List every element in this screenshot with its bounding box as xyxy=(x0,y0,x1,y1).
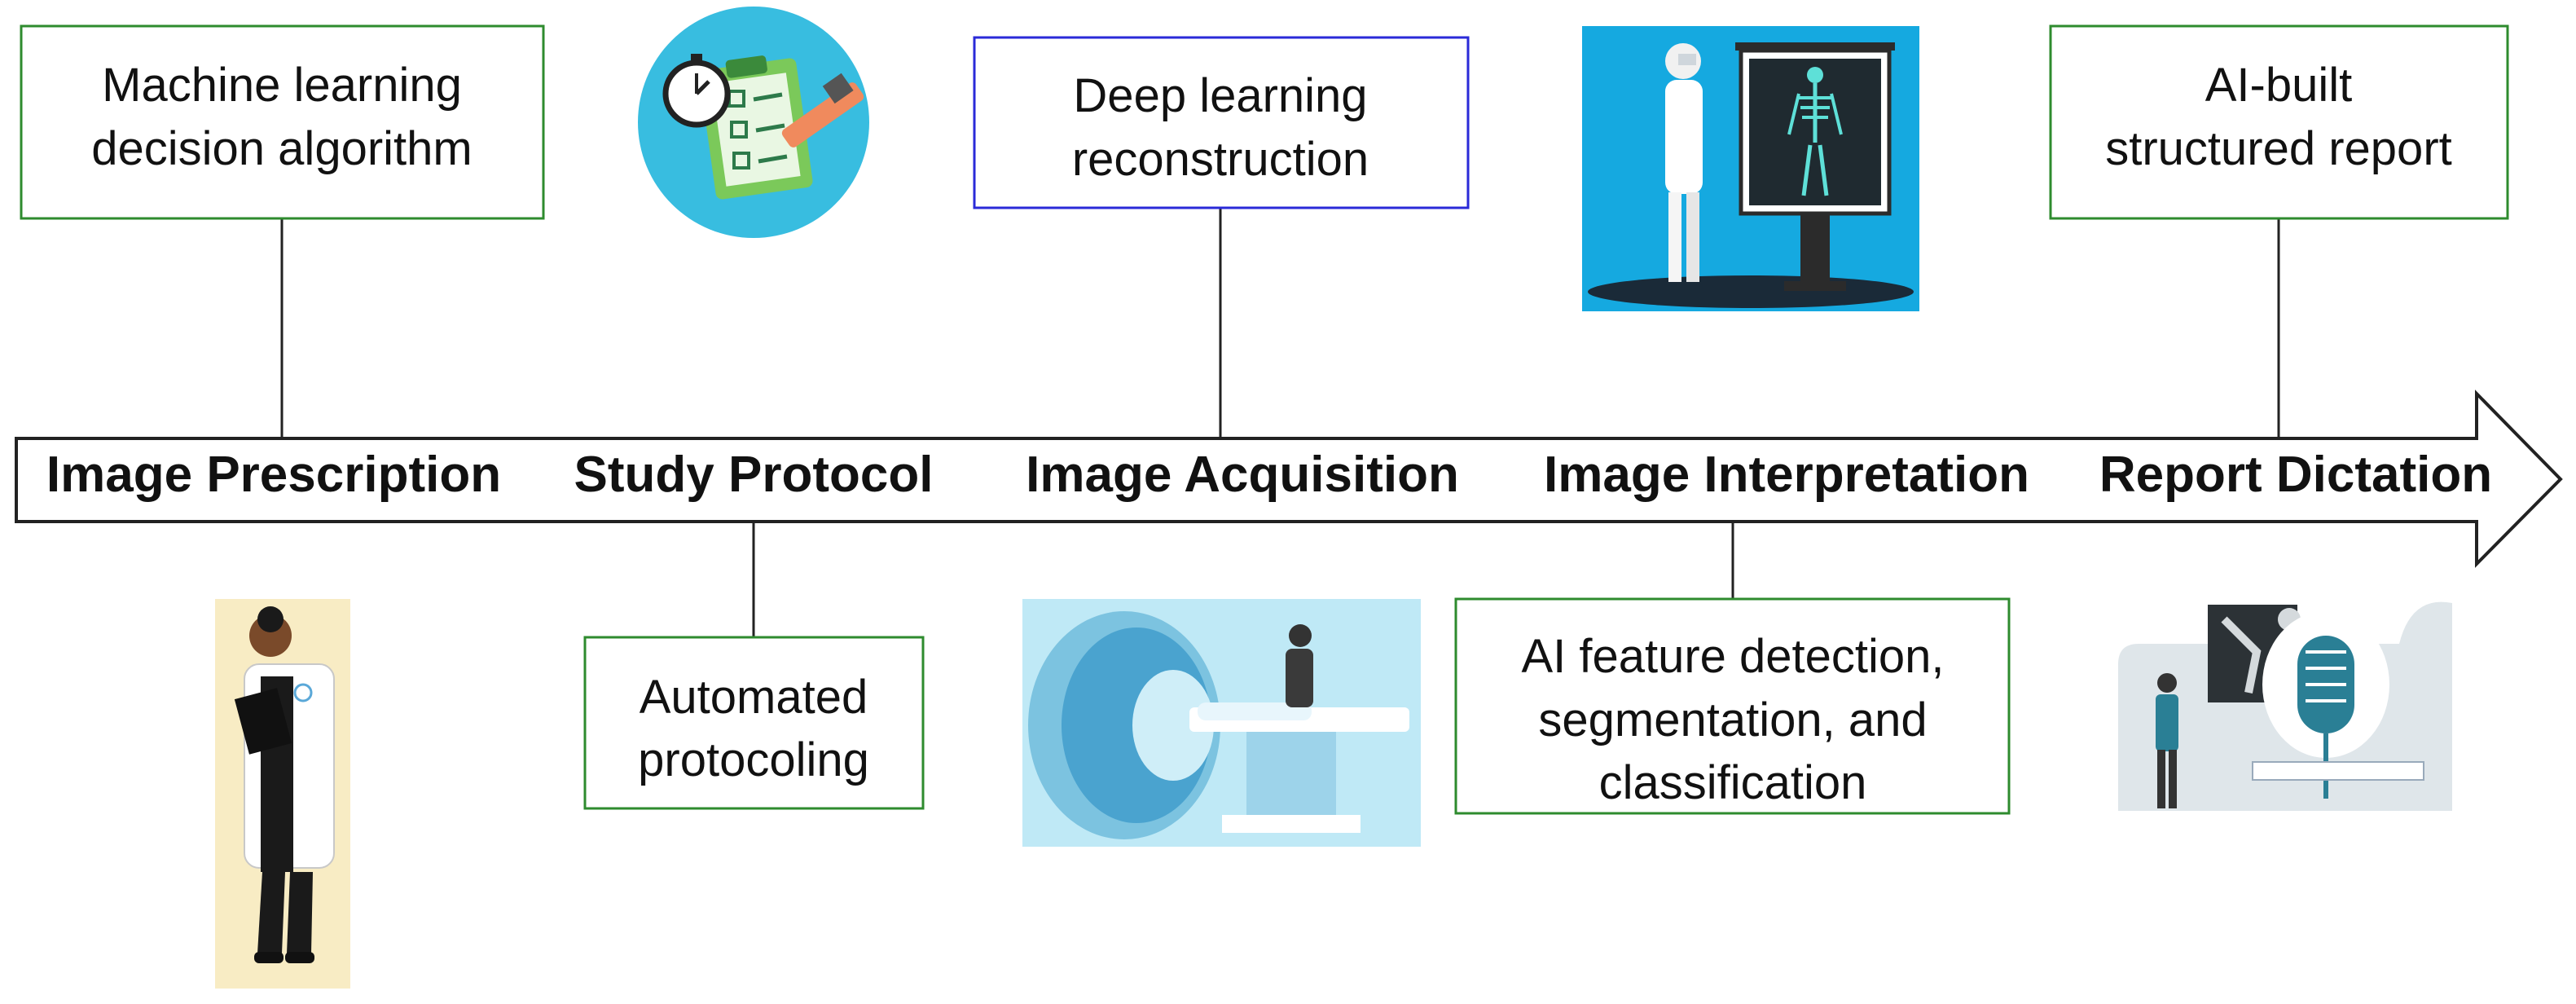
timeline-arrow xyxy=(15,390,2563,568)
box-protocol-line-2: protocoling xyxy=(638,733,869,786)
box-dictation-line-2: structured report xyxy=(2105,122,2452,175)
box-acquisition-line-1: Deep learning xyxy=(1073,69,1367,122)
stage-label-prescription: Image Prescription xyxy=(46,447,501,503)
stage-label-interpretation: Image Interpretation xyxy=(1544,447,2029,503)
box-prescription-line-1: Machine learning xyxy=(102,59,462,112)
box-interpretation: AI feature detection, segmentation, and … xyxy=(1454,597,2011,815)
box-acquisition-line-2: reconstruction xyxy=(1072,133,1369,186)
box-prescription-line-2: decision algorithm xyxy=(91,122,472,175)
stage-label-dictation: Report Dictation xyxy=(2099,447,2492,503)
stage-label-protocol: Study Protocol xyxy=(574,447,934,503)
doctor-viewing-xray-skeleton-icon xyxy=(1582,26,1919,311)
doctor-with-clipboard-icon xyxy=(215,599,350,989)
box-dictation-line-1: AI-built xyxy=(2205,59,2353,112)
box-protocol: Automated protocoling xyxy=(583,636,925,810)
box-acquisition: Deep learning reconstruction xyxy=(973,36,1470,209)
mri-scanner-patient-icon xyxy=(1022,599,1421,847)
box-dictation: AI-built structured report xyxy=(2049,24,2509,220)
box-interpretation-line-1: AI feature detection, xyxy=(1521,630,1944,683)
box-prescription: Machine learning decision algorithm xyxy=(20,24,545,220)
xray-and-microphone-icon xyxy=(2118,601,2452,811)
box-interpretation-line-2: segmentation, and xyxy=(1538,694,1927,746)
box-protocol-line-1: Automated xyxy=(640,671,868,724)
box-interpretation-line-3: classification xyxy=(1599,756,1867,809)
stopwatch-checklist-pencil-icon xyxy=(638,7,869,238)
stage-label-acquisition: Image Acquisition xyxy=(1026,447,1459,503)
